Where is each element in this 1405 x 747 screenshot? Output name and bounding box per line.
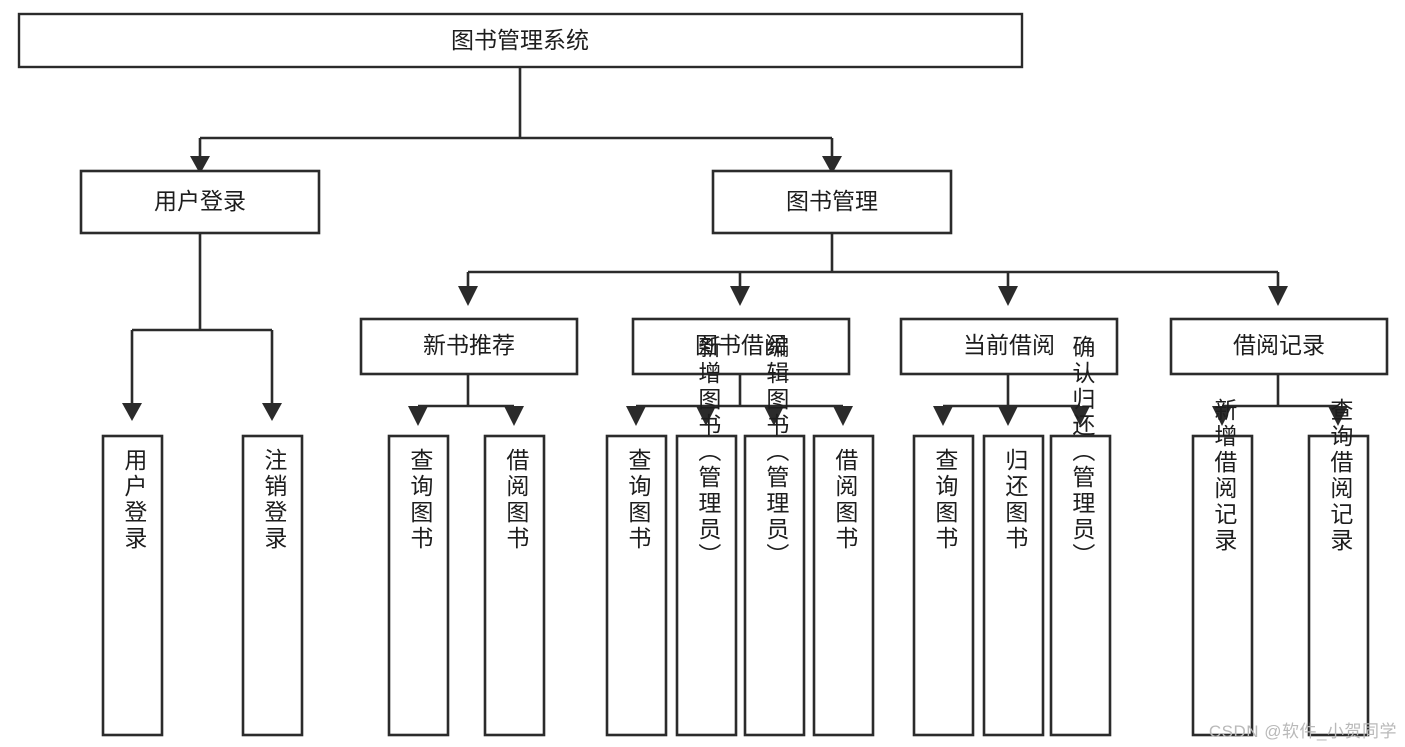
connector-user-login-bus (130, 233, 274, 405)
arrow-to-leaf-query-record (1328, 406, 1348, 426)
node-leaf-logout-login-label: 注销登录 (261, 448, 288, 552)
connector-book-management-bus (466, 233, 1280, 288)
node-borrow-record-label: 借阅记录 (1233, 332, 1325, 358)
node-leaf-logout-login[interactable]: 注销登录 (241, 434, 304, 737)
node-current-borrow[interactable]: 当前借阅 (899, 317, 1119, 376)
node-leaf-borrow-book-2-box[interactable] (812, 434, 875, 737)
node-current-borrow-label: 当前借阅 (963, 332, 1055, 358)
node-root[interactable]: 图书管理系统 (17, 12, 1024, 69)
node-leaf-return-book-label: 归还图书 (1002, 448, 1029, 552)
node-borrow-record-box[interactable] (1169, 317, 1389, 376)
node-book-management[interactable]: 图书管理 (711, 169, 953, 235)
node-leaf-logout-login-box[interactable] (241, 434, 304, 737)
connector-new-book-recommend-bus (416, 374, 516, 412)
arrow-to-leaf-return-book (998, 406, 1018, 426)
node-leaf-query-book-2-label: 查询图书 (625, 448, 652, 552)
node-leaf-query-book-3[interactable]: 查询图书 (912, 434, 975, 737)
node-user-login[interactable]: 用户登录 (79, 169, 321, 235)
node-book-borrow[interactable]: 图书借阅 (631, 317, 851, 376)
arrow-to-leaf-query-book-2 (626, 406, 646, 426)
node-new-book-recommend-box[interactable] (359, 317, 579, 376)
node-leaf-borrow-book-1-label: 借阅图书 (503, 448, 530, 552)
node-new-book-recommend-label: 新书推荐 (423, 332, 515, 358)
node-user-login-label: 用户登录 (154, 188, 246, 214)
node-leaf-query-book-1-box[interactable] (387, 434, 450, 737)
node-leaf-borrow-book-1-box[interactable] (483, 434, 546, 737)
node-leaf-return-book-box[interactable] (982, 434, 1045, 737)
node-leaf-return-book[interactable]: 归还图书 (982, 434, 1045, 737)
node-leaf-query-book-3-label: 查询图书 (932, 448, 959, 552)
arrow-to-book-borrow (730, 286, 750, 306)
node-user-login-box[interactable] (79, 169, 321, 235)
node-leaf-add-record-label: 新增借阅记录 (1211, 398, 1238, 554)
node-borrow-record[interactable]: 借阅记录 (1169, 317, 1389, 376)
node-new-book-recommend[interactable]: 新书推荐 (359, 317, 579, 376)
arrow-to-leaf-add-book (696, 406, 716, 426)
arrow-to-book-management (822, 156, 842, 174)
node-leaf-edit-book-box[interactable] (743, 434, 806, 737)
node-leaf-query-book-2-box[interactable] (605, 434, 668, 737)
arrow-to-new-book-recommend (458, 286, 478, 306)
node-leaf-edit-book[interactable]: 编辑图书（管理员） (743, 335, 806, 737)
node-leaf-borrow-book-1[interactable]: 借阅图书 (483, 434, 546, 737)
node-leaf-query-book-1[interactable]: 查询图书 (387, 434, 450, 737)
connector-root-bus (198, 67, 834, 158)
node-leaf-borrow-book-2[interactable]: 借阅图书 (812, 434, 875, 737)
node-book-borrow-box[interactable] (631, 317, 851, 376)
node-leaf-add-record[interactable]: 新增借阅记录 (1191, 398, 1254, 737)
node-book-management-box[interactable] (711, 169, 953, 235)
node-leaf-confirm-return[interactable]: 确认归还（管理员） (1049, 335, 1112, 737)
arrow-to-leaf-confirm-return (1070, 406, 1090, 426)
connector-borrow-record-bus (1220, 374, 1340, 412)
node-leaf-user-login-box[interactable] (101, 434, 164, 737)
arrow-to-user-login (190, 156, 210, 174)
node-leaf-query-record-box[interactable] (1307, 434, 1370, 737)
node-leaf-add-book-box[interactable] (675, 434, 738, 737)
node-leaf-query-book-3-box[interactable] (912, 434, 975, 737)
arrow-to-leaf-edit-book (764, 406, 784, 426)
connector-book-borrow-bus (634, 374, 845, 412)
arrow-to-leaf-borrow-book-2 (833, 406, 853, 426)
arrow-to-current-borrow (998, 286, 1018, 306)
node-root-label: 图书管理系统 (451, 27, 589, 53)
node-leaf-confirm-return-label: 确认归还（管理员） (1069, 335, 1096, 569)
node-leaf-add-record-box[interactable] (1191, 434, 1254, 737)
node-leaf-add-book[interactable]: 新增图书（管理员） (675, 335, 738, 737)
node-current-borrow-box[interactable] (899, 317, 1119, 376)
node-leaf-borrow-book-2-label: 借阅图书 (832, 448, 859, 552)
arrow-to-leaf-user-login (122, 403, 142, 421)
node-leaf-query-record[interactable]: 查询借阅记录 (1307, 398, 1370, 737)
arrow-to-borrow-record (1268, 286, 1288, 306)
node-leaf-query-book-2[interactable]: 查询图书 (605, 434, 668, 737)
node-leaf-query-record-label: 查询借阅记录 (1327, 398, 1354, 554)
arrow-to-leaf-query-book-1 (408, 406, 428, 426)
node-leaf-edit-book-label: 编辑图书（管理员） (763, 335, 790, 569)
node-leaf-user-login[interactable]: 用户登录 (101, 434, 164, 737)
arrow-to-leaf-borrow-book-1 (504, 406, 524, 426)
node-leaf-query-book-1-label: 查询图书 (407, 448, 434, 552)
arrow-to-leaf-add-record (1212, 406, 1232, 426)
arrow-to-leaf-query-book-3 (933, 406, 953, 426)
node-book-borrow-label: 图书借阅 (695, 332, 787, 358)
node-leaf-add-book-label: 新增图书（管理员） (695, 335, 722, 569)
node-book-management-label: 图书管理 (786, 188, 878, 214)
connector-layer (122, 67, 1348, 426)
arrow-to-leaf-logout-login (262, 403, 282, 421)
node-root-box[interactable] (17, 12, 1024, 69)
node-leaf-confirm-return-box[interactable] (1049, 434, 1112, 737)
node-leaf-user-login-label: 用户登录 (121, 448, 148, 552)
